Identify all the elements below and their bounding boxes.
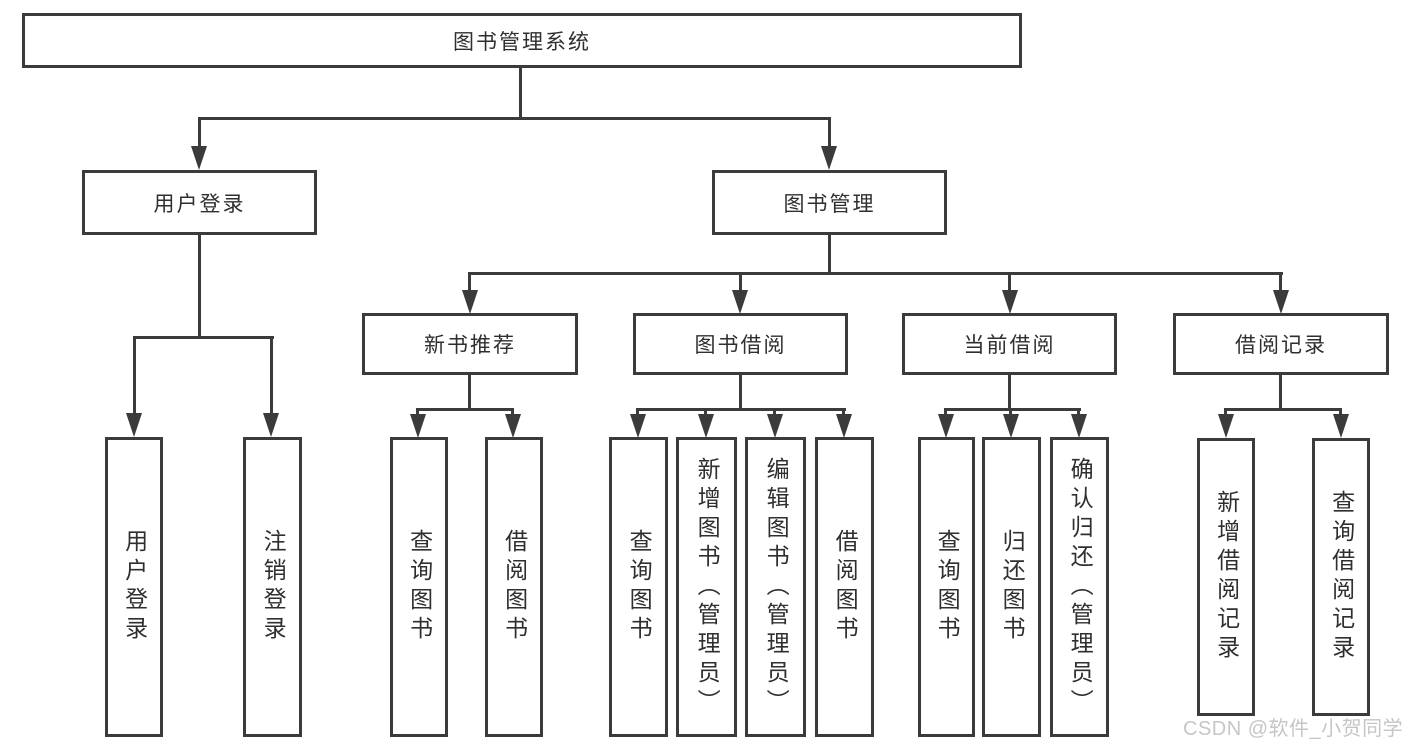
connector-drop-leaf: [773, 408, 776, 417]
leaf-query-book-borrow: 查询图书: [609, 437, 668, 737]
connector-drop-leaf: [511, 408, 514, 417]
connector-current-borrow-rail: [945, 408, 1081, 411]
connector-new-book-rec-stem: [468, 375, 471, 411]
node-book-borrow-label: 图书借阅: [694, 334, 787, 357]
connector-drop-leaf: [704, 408, 707, 417]
leaf-return-book: 归还图书: [982, 437, 1041, 737]
leaf-borrow-book-rec-label: 借阅图书: [501, 529, 528, 645]
arrowhead-down-icon: [821, 146, 837, 170]
leaf-query-book-current: 查询图书: [918, 437, 975, 737]
arrowhead-down-icon: [1002, 290, 1018, 314]
connector-drop-leaf: [636, 408, 639, 417]
arrowhead-down-icon: [698, 414, 714, 438]
connector-drop-book-borrow: [739, 272, 742, 292]
connector-drop-leaf-logout: [270, 336, 273, 414]
connector-current-borrow-stem: [1008, 375, 1011, 411]
leaf-borrow-book-rec: 借阅图书: [485, 437, 543, 737]
node-root-label: 图书管理系统: [453, 30, 591, 54]
arrowhead-down-icon: [1273, 290, 1289, 314]
connector-book-borrow-stem: [739, 375, 742, 411]
connector-book-mgmt-rail: [469, 272, 1283, 275]
leaf-query-book-rec-label: 查询图书: [406, 529, 433, 645]
node-user-login: 用户登录: [82, 170, 317, 235]
connector-root-stem: [519, 68, 522, 118]
arrowhead-down-icon: [263, 413, 279, 437]
connector-drop-leaf: [842, 408, 845, 417]
connector-drop-leaf: [1224, 408, 1227, 417]
leaf-add-record: 新增借阅记录: [1197, 438, 1255, 716]
node-root: 图书管理系统: [22, 13, 1022, 68]
leaf-add-record-label: 新增借阅记录: [1213, 490, 1240, 664]
node-borrow-record: 借阅记录: [1173, 313, 1389, 375]
arrowhead-down-icon: [1003, 414, 1019, 438]
node-current-borrow: 当前借阅: [902, 313, 1117, 375]
connector-new-book-rec-rail: [417, 408, 514, 411]
leaf-user-login: 用户登录: [105, 437, 163, 737]
connector-drop-borrow-record: [1279, 272, 1282, 292]
arrowhead-down-icon: [462, 290, 478, 314]
leaf-edit-book: 编辑图书（管理员）: [745, 437, 806, 737]
node-current-borrow-label: 当前借阅: [963, 334, 1056, 357]
node-borrow-record-label: 借阅记录: [1235, 334, 1327, 357]
connector-user-login-stem: [198, 235, 201, 337]
leaf-return-book-label: 归还图书: [999, 529, 1026, 645]
connector-drop-leaf: [1077, 408, 1080, 417]
leaf-confirm-return: 确认归还（管理员）: [1050, 437, 1109, 737]
leaf-add-book-label: 新增图书（管理员）: [694, 456, 721, 718]
arrowhead-down-icon: [767, 414, 783, 438]
arrowhead-down-icon: [732, 290, 748, 314]
leaf-logout-label: 注销登录: [260, 529, 287, 645]
arrowhead-down-icon: [1333, 414, 1349, 438]
arrowhead-down-icon: [938, 414, 954, 438]
node-book-mgmt-label: 图书管理: [783, 192, 876, 216]
arrowhead-down-icon: [410, 414, 426, 438]
leaf-edit-book-label: 编辑图书（管理员）: [763, 456, 790, 718]
leaf-query-record: 查询借阅记录: [1312, 438, 1370, 716]
arrowhead-down-icon: [836, 414, 852, 438]
connector-book-borrow-rail: [637, 408, 846, 411]
arrowhead-down-icon: [1071, 414, 1087, 438]
leaf-confirm-return-label: 确认归还（管理员）: [1067, 456, 1094, 718]
leaf-borrow-book-borrow: 借阅图书: [815, 437, 874, 737]
connector-borrow-record-stem: [1279, 375, 1282, 411]
leaf-borrow-book-borrow-label: 借阅图书: [832, 529, 859, 645]
connector-borrow-record-rail: [1225, 408, 1342, 411]
watermark-text: CSDN @软件_小贺同学: [1183, 718, 1404, 740]
leaf-query-book-rec: 查询图书: [390, 437, 448, 737]
leaf-user-login-label: 用户登录: [121, 529, 148, 645]
leaf-query-book-current-label: 查询图书: [934, 529, 961, 645]
connector-drop-leaf: [1009, 408, 1012, 417]
connector-drop-book-mgmt: [828, 117, 831, 149]
connector-drop-leaf: [1339, 408, 1342, 417]
leaf-logout: 注销登录: [243, 437, 302, 737]
node-user-login-label: 用户登录: [153, 192, 246, 216]
connector-book-mgmt-stem: [828, 235, 831, 275]
connector-drop-new-book-rec: [468, 272, 471, 292]
leaf-add-book: 新增图书（管理员）: [676, 437, 737, 737]
leaf-query-record-label: 查询借阅记录: [1328, 490, 1355, 664]
arrowhead-down-icon: [630, 414, 646, 438]
node-book-mgmt: 图书管理: [712, 170, 947, 235]
node-new-book-rec: 新书推荐: [362, 313, 578, 375]
leaf-query-book-borrow-label: 查询图书: [626, 529, 653, 645]
connector-drop-leaf-user-login: [133, 336, 136, 414]
arrowhead-down-icon: [126, 413, 142, 437]
node-new-book-rec-label: 新书推荐: [424, 334, 516, 357]
arrowhead-down-icon: [1218, 414, 1234, 438]
arrowhead-down-icon: [505, 414, 521, 438]
connector-root-rail: [198, 117, 831, 120]
arrowhead-down-icon: [191, 146, 207, 170]
connector-drop-leaf: [416, 408, 419, 417]
connector-user-login-rail: [133, 336, 274, 339]
connector-drop-current-borrow: [1008, 272, 1011, 292]
connector-drop-leaf: [944, 408, 947, 417]
connector-drop-user-login: [198, 117, 201, 149]
node-book-borrow: 图书借阅: [633, 313, 848, 375]
